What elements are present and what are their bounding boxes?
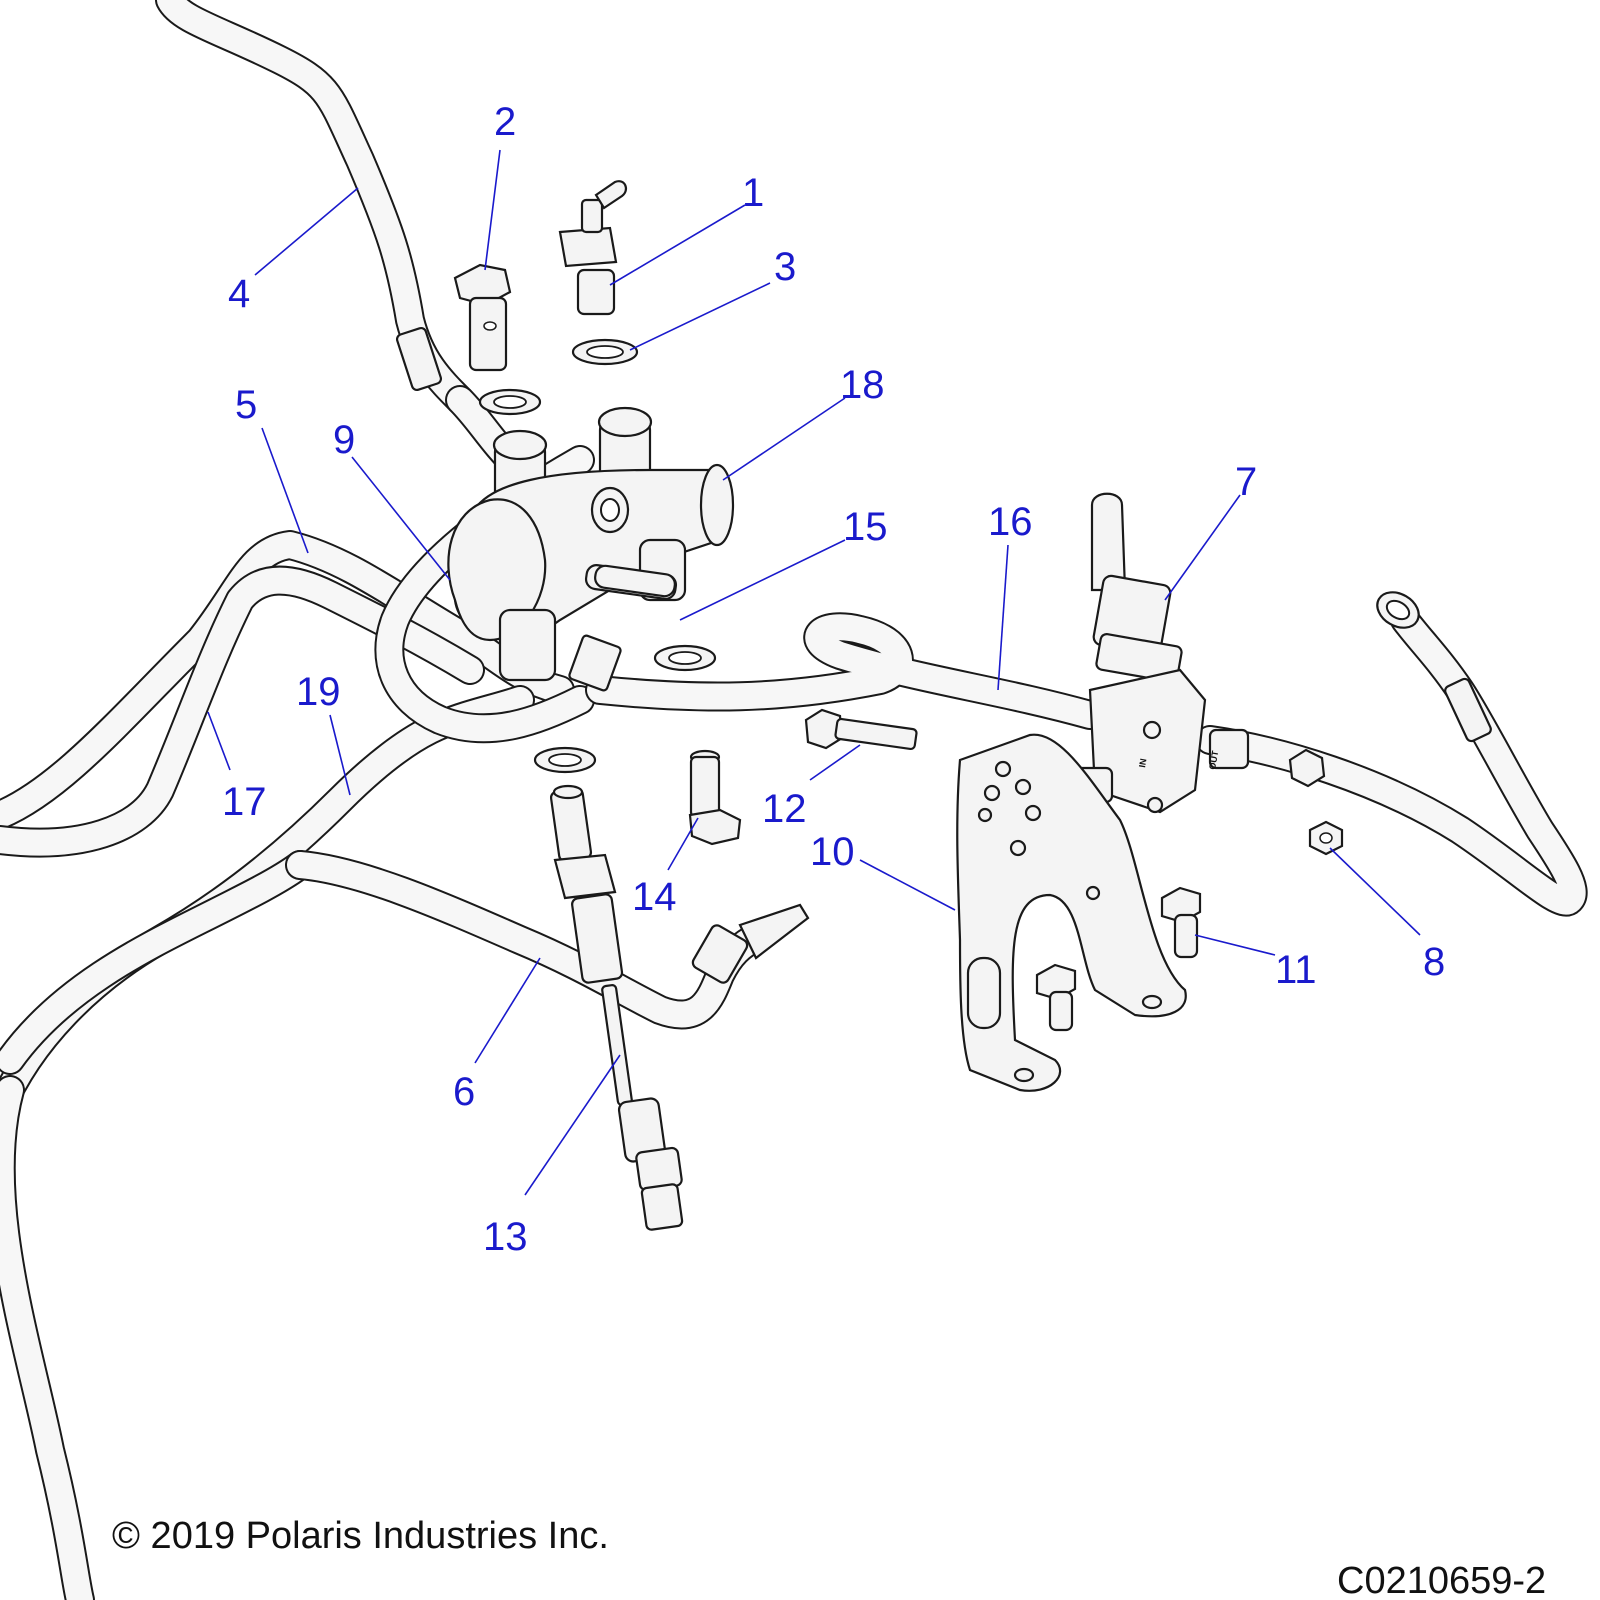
bolt-12 [804, 708, 918, 751]
bracket-10 [956, 733, 1187, 1092]
callout-labels: 1 2 3 4 5 6 7 8 9 10 11 12 13 14 15 16 1… [222, 100, 1445, 1259]
callout-16: 16 [988, 500, 1033, 544]
callout-4: 4 [228, 272, 250, 316]
callout-17: 17 [222, 780, 267, 824]
callout-1: 1 [742, 171, 764, 215]
banjo-bolt-2 [453, 263, 512, 372]
sensor-13 [549, 784, 684, 1231]
switch-1 [558, 180, 628, 316]
callout-11: 11 [1275, 948, 1317, 992]
brake-line-6 [285, 850, 810, 1030]
nut-8 [1288, 748, 1344, 856]
brake-line-16 [585, 591, 1588, 917]
copyright-notice: © 2019 Polaris Industries Inc. [112, 1515, 609, 1557]
callout-14: 14 [632, 875, 677, 919]
callout-5: 5 [235, 383, 257, 427]
callout-15: 15 [843, 505, 888, 549]
fitting-15 [594, 564, 676, 598]
valve-out-label: OUT [1207, 749, 1220, 770]
leader-lines [207, 149, 1421, 1196]
callout-18: 18 [840, 363, 885, 407]
callout-12: 12 [762, 787, 807, 831]
callout-8: 8 [1423, 940, 1445, 984]
callout-6: 6 [453, 1070, 475, 1114]
brake-line-4 [155, 0, 535, 485]
brake-line-17 [0, 565, 485, 858]
banjo-bolt-14 [688, 749, 742, 846]
drawing-number: C0210659-2 [1337, 1560, 1546, 1600]
washer-3 [478, 338, 717, 774]
callout-2: 2 [494, 100, 516, 144]
callout-19: 19 [296, 670, 341, 714]
callout-7: 7 [1235, 460, 1257, 504]
proportioning-valve-7: IN OUT [1068, 492, 1250, 814]
valve-in-label: IN [1137, 758, 1148, 769]
callout-13: 13 [483, 1215, 528, 1259]
callout-9: 9 [333, 418, 355, 462]
brake-line-5 [0, 530, 575, 830]
brake-line-19 [0, 685, 535, 1600]
bolt-11 [1035, 886, 1202, 1032]
hydraulic-block-18 [447, 406, 735, 692]
callout-3: 3 [774, 245, 796, 289]
callout-10: 10 [810, 830, 855, 874]
